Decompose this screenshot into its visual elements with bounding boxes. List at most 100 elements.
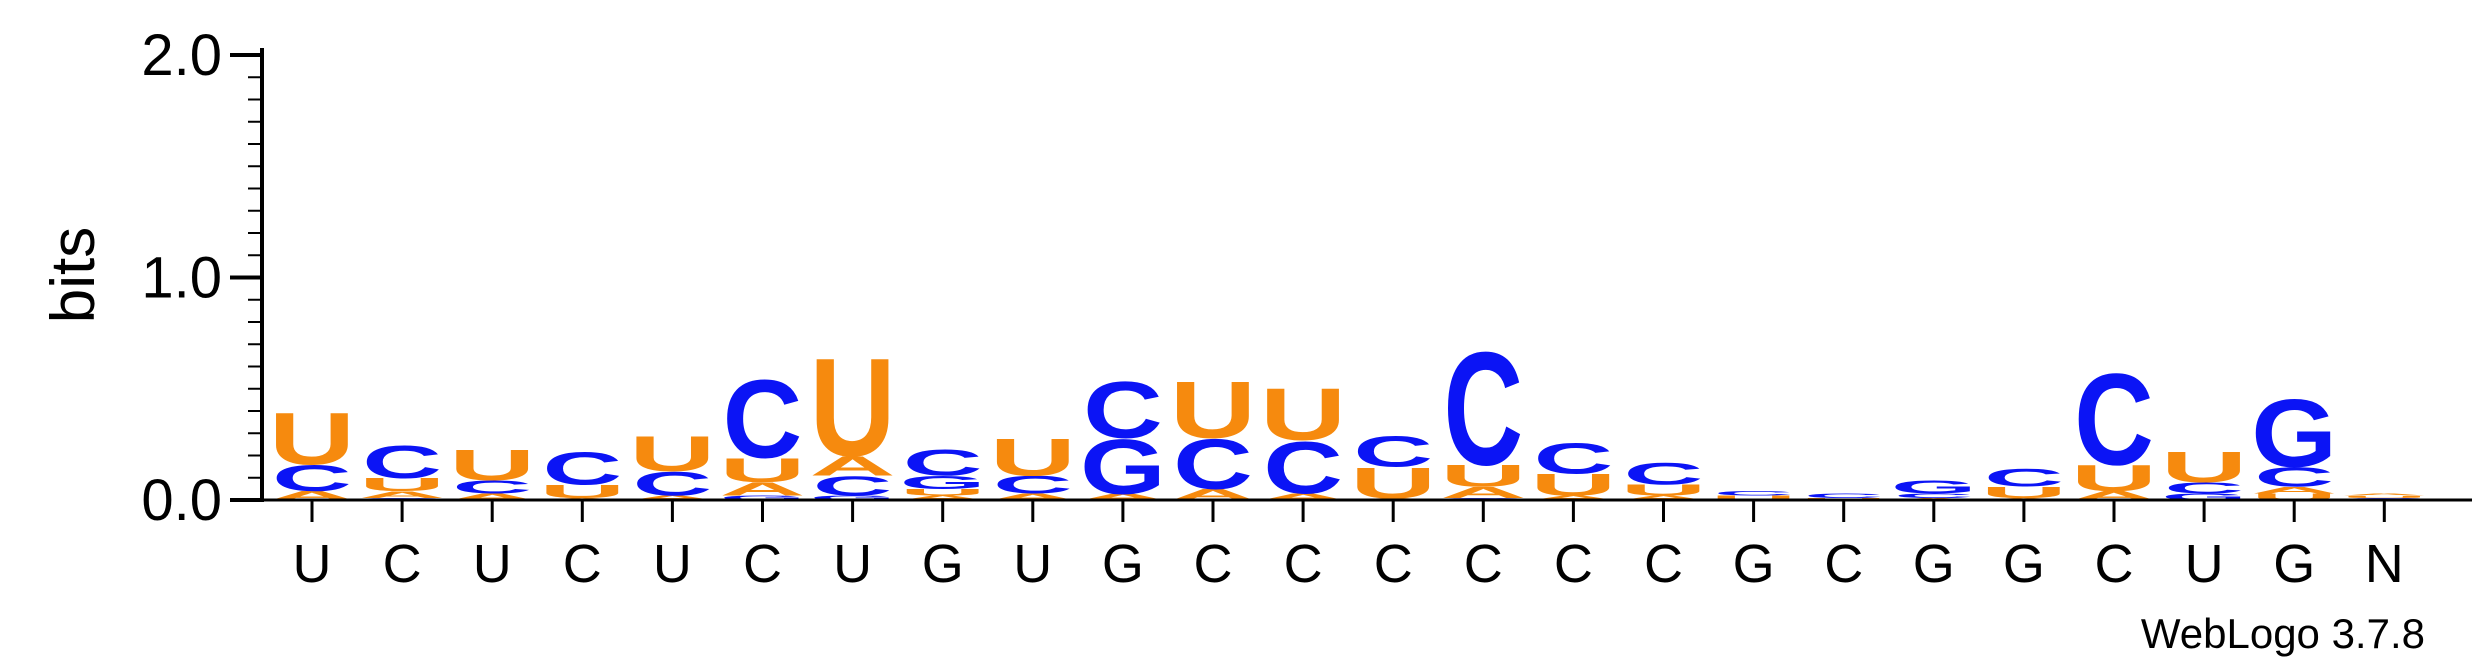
svg-text:U: U <box>1440 459 1526 494</box>
svg-text:C: C <box>813 471 893 502</box>
svg-text:C: C <box>1894 492 1974 499</box>
logo-letter-c: C <box>1263 426 1343 509</box>
logo-letter-c: C <box>452 476 532 497</box>
logo-letter-u: U <box>900 487 986 497</box>
logo-letter-u: U <box>359 475 445 496</box>
svg-text:C: C <box>1263 426 1343 509</box>
logo-stacks: ACUGAUCACUAUCACUGAUCGCAUAUGCACUAGCACUACU… <box>269 320 2428 511</box>
logo-letter-c: C <box>1173 424 1253 504</box>
svg-text:C: C <box>1804 492 1884 499</box>
x-tick-label: C <box>383 534 422 594</box>
svg-text:U: U <box>269 398 355 481</box>
logo-letter-u: U <box>629 426 715 481</box>
svg-text:A: A <box>359 489 445 499</box>
x-tick-label: C <box>563 534 602 594</box>
logo-letter-a: A <box>719 479 805 500</box>
logo-letter-u: U <box>449 441 535 489</box>
logo-letter-u: U <box>2341 495 2427 498</box>
svg-text:G: G <box>1891 476 1977 497</box>
y-tick-label: 1.0 <box>141 246 222 311</box>
logo-letter-a: A <box>990 492 1076 502</box>
logo-letter-u: U <box>719 451 805 489</box>
logo-letter-a: A <box>1530 494 1616 501</box>
y-ticks: 0.0 1.0 2.0 <box>141 23 262 533</box>
svg-text:A: A <box>1260 492 1346 502</box>
svg-text:C: C <box>1353 427 1433 476</box>
x-tick-label: U <box>473 534 512 594</box>
logo-letter-g: G <box>810 494 896 501</box>
logo-letter-a: A <box>449 492 535 502</box>
logo-letter-g: G <box>1891 476 1977 497</box>
svg-text:G: G <box>2161 492 2247 502</box>
x-tick-label: G <box>2003 534 2045 594</box>
logo-letter-c: C <box>1894 492 1974 499</box>
x-tick-label: C <box>1464 534 1503 594</box>
logo-letter-c: C <box>723 356 803 482</box>
y-tick-label: 2.0 <box>141 23 222 88</box>
svg-text:U: U <box>809 329 895 486</box>
svg-text:A: A <box>1620 494 1706 501</box>
logo-letter-c: C <box>813 471 893 502</box>
svg-text:U: U <box>1981 484 2067 501</box>
svg-text:A: A <box>900 494 986 501</box>
x-tick-label: U <box>653 534 692 594</box>
svg-text:U: U <box>539 481 625 502</box>
svg-text:U: U <box>2251 492 2337 502</box>
svg-text:G: G <box>900 472 986 493</box>
svg-text:A: A <box>2251 485 2337 495</box>
svg-text:U: U <box>359 475 445 496</box>
logo-letter-c: C <box>903 442 983 484</box>
svg-text:C: C <box>362 435 442 487</box>
logo-letter-a: A <box>900 494 986 501</box>
x-tick-label: U <box>833 534 872 594</box>
x-tick-label: C <box>1554 534 1593 594</box>
logo-letter-c: C <box>362 435 442 487</box>
x-tick-label: C <box>1824 534 1863 594</box>
logo-letter-u: U <box>2161 443 2247 491</box>
y-axis-label: bits <box>39 227 108 323</box>
svg-text:U: U <box>2161 443 2247 491</box>
svg-text:A: A <box>990 492 1076 502</box>
svg-text:C: C <box>2254 462 2334 493</box>
svg-text:A: A <box>449 492 535 502</box>
x-tick-label: C <box>743 534 782 594</box>
svg-text:U: U <box>900 487 986 497</box>
x-tick-label: C <box>1374 534 1413 594</box>
logo-letter-c: C <box>2074 347 2154 493</box>
svg-text:A: A <box>629 494 715 501</box>
x-tick-label: G <box>2273 534 2315 594</box>
logo-letter-a: A <box>1080 492 1166 502</box>
svg-text:C: C <box>1443 320 1523 500</box>
y-tick-label: 0.0 <box>141 468 222 533</box>
logo-letter-g: G <box>900 472 986 493</box>
logo-letter-a: A <box>1620 494 1706 501</box>
svg-text:C: C <box>1534 434 1614 483</box>
logo-letter-g: G <box>1080 424 1166 510</box>
logo-letter-c: C <box>2164 479 2244 496</box>
svg-text:G: G <box>720 494 806 501</box>
svg-text:A: A <box>809 451 895 482</box>
logo-letter-a: A <box>1260 492 1346 502</box>
logo-letter-c: C <box>633 465 713 503</box>
svg-text:C: C <box>903 442 983 484</box>
x-tick-label: U <box>2185 534 2224 594</box>
logo-letter-a: A <box>2341 493 2427 496</box>
logo-letter-c: C <box>1984 464 2064 492</box>
x-tick-label: C <box>2095 534 2134 594</box>
logo-letter-a: A <box>359 489 445 499</box>
x-tick-label: G <box>1102 534 1144 594</box>
weblogo-credit: WebLogo 3.7.8 <box>2141 610 2425 657</box>
logo-letter-a: A <box>629 494 715 501</box>
svg-text:C: C <box>2164 479 2244 496</box>
logo-letter-u: U <box>2251 492 2337 502</box>
x-tick-label: N <box>2365 534 2404 594</box>
logo-letter-u: U <box>1620 482 1706 499</box>
svg-text:C: C <box>633 465 713 503</box>
logo-letter-c: C <box>272 458 352 500</box>
svg-text:U: U <box>1530 468 1616 503</box>
svg-text:U: U <box>1260 373 1346 456</box>
logo-letter-c: C <box>1353 427 1433 476</box>
svg-text:U: U <box>1170 365 1256 455</box>
x-tick-label: C <box>1644 534 1683 594</box>
svg-text:U: U <box>990 427 1076 487</box>
